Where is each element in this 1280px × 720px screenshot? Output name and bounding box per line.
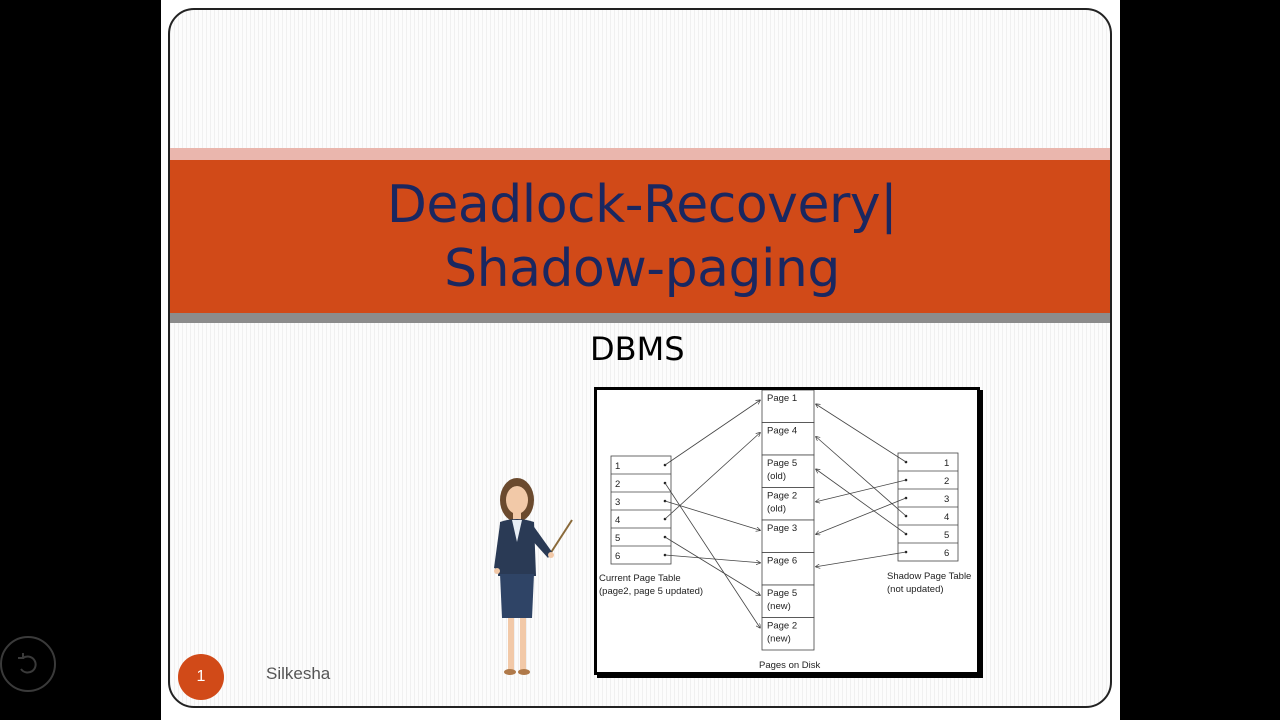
- disk-page-label: Page 3: [767, 523, 797, 534]
- current-table-row: 5: [615, 533, 620, 544]
- disk-page-sublabel: (new): [767, 634, 791, 645]
- disk-page-label: Page 5: [767, 458, 797, 469]
- disk-page-sublabel: (old): [767, 471, 786, 482]
- shadow-pointer-arrow: [816, 404, 907, 463]
- slide-subtitle: DBMS: [590, 330, 685, 368]
- pointer-dot: [904, 478, 908, 482]
- slide-title-line1: Deadlock-Recovery|: [386, 174, 898, 235]
- current-table-row: 6: [615, 551, 620, 562]
- shadow-table-caption-1: Shadow Page Table: [887, 571, 971, 582]
- shadow-table-row: 1: [944, 458, 949, 469]
- slide: Deadlock-Recovery| Shadow-paging DBMS: [168, 8, 1112, 708]
- disk-pages: Page 1 Page 4 Page 5 (old) Page 2 (old) Page 3…: [759, 390, 821, 671]
- disk-page-sublabel: (new): [767, 601, 791, 612]
- current-table-caption-2: (page2, page 5 updated): [599, 586, 703, 597]
- disk-page-label: Page 1: [767, 393, 797, 404]
- shadow-table-row: 6: [944, 548, 949, 559]
- disk-page-label: Page 5: [767, 588, 797, 599]
- shadow-table-caption-2: (not updated): [887, 584, 944, 595]
- shadow-table-row: 2: [944, 476, 949, 487]
- page-number-badge: 1: [178, 654, 224, 700]
- shadow-pointer-arrow: [816, 479, 907, 502]
- current-table-row: 3: [615, 497, 620, 508]
- disk-page-label: Page 2: [767, 621, 797, 632]
- title-band: Deadlock-Recovery| Shadow-paging: [170, 160, 1110, 313]
- shadow-pointer-arrow: [816, 469, 907, 535]
- diagram-canvas: 1 2 3 4 5 6 Current Page Table (page2, page 5…: [599, 390, 971, 671]
- disk-page: [761, 390, 815, 423]
- current-pointer-arrow: [664, 482, 760, 628]
- author-name: Silkesha: [266, 664, 331, 683]
- disk-page-label: Page 6: [767, 556, 797, 567]
- current-table-row: 2: [615, 479, 620, 490]
- disk-caption: Pages on Disk: [759, 660, 821, 671]
- current-pointer-arrow: [664, 536, 760, 595]
- disk-page: [761, 552, 815, 586]
- current-pointer-arrow: [664, 554, 760, 563]
- slide-title-line2: Shadow-paging: [444, 238, 840, 299]
- disk-page: [761, 584, 815, 618]
- title-band-top: [170, 148, 1110, 160]
- disk-page-sublabel: (old): [767, 504, 786, 515]
- presenter-figure-icon: [494, 478, 573, 675]
- current-table-row: 1: [615, 461, 620, 472]
- shadow-table-row: 5: [944, 530, 949, 541]
- disk-page-label: Page 2: [767, 491, 797, 502]
- current-table-row: 4: [615, 515, 620, 526]
- back-arrow-icon: [18, 653, 37, 674]
- current-pointer-arrow: [664, 433, 760, 520]
- shadow-table-row: 3: [944, 494, 949, 505]
- shadow-paging-diagram: 1 2 3 4 5 6 Current Page Table (page2, page 5…: [594, 387, 980, 675]
- back-button[interactable]: [0, 636, 56, 692]
- shadow-table-row: 4: [944, 512, 949, 523]
- current-table-caption-1: Current Page Table: [599, 573, 681, 584]
- shadow-pointer-arrow: [816, 437, 907, 517]
- disk-page-label: Page 4: [767, 426, 797, 437]
- shadow-page-table: 1 2 3 4 5 6 Shadow Page Table (not updated): [887, 452, 971, 595]
- current-pointer-arrow: [664, 400, 760, 466]
- disk-page: [761, 617, 815, 651]
- disk-page: [761, 422, 815, 456]
- current-pointer-arrow: [664, 500, 760, 530]
- current-page-table: 1 2 3 4 5 6 Current Page Table (page2, page 5…: [599, 455, 703, 597]
- pointer-dot: [904, 550, 908, 554]
- shadow-pointer-arrow: [816, 551, 907, 567]
- title-band-bottom: [170, 313, 1110, 323]
- shadow-pointer-arrow: [816, 497, 907, 534]
